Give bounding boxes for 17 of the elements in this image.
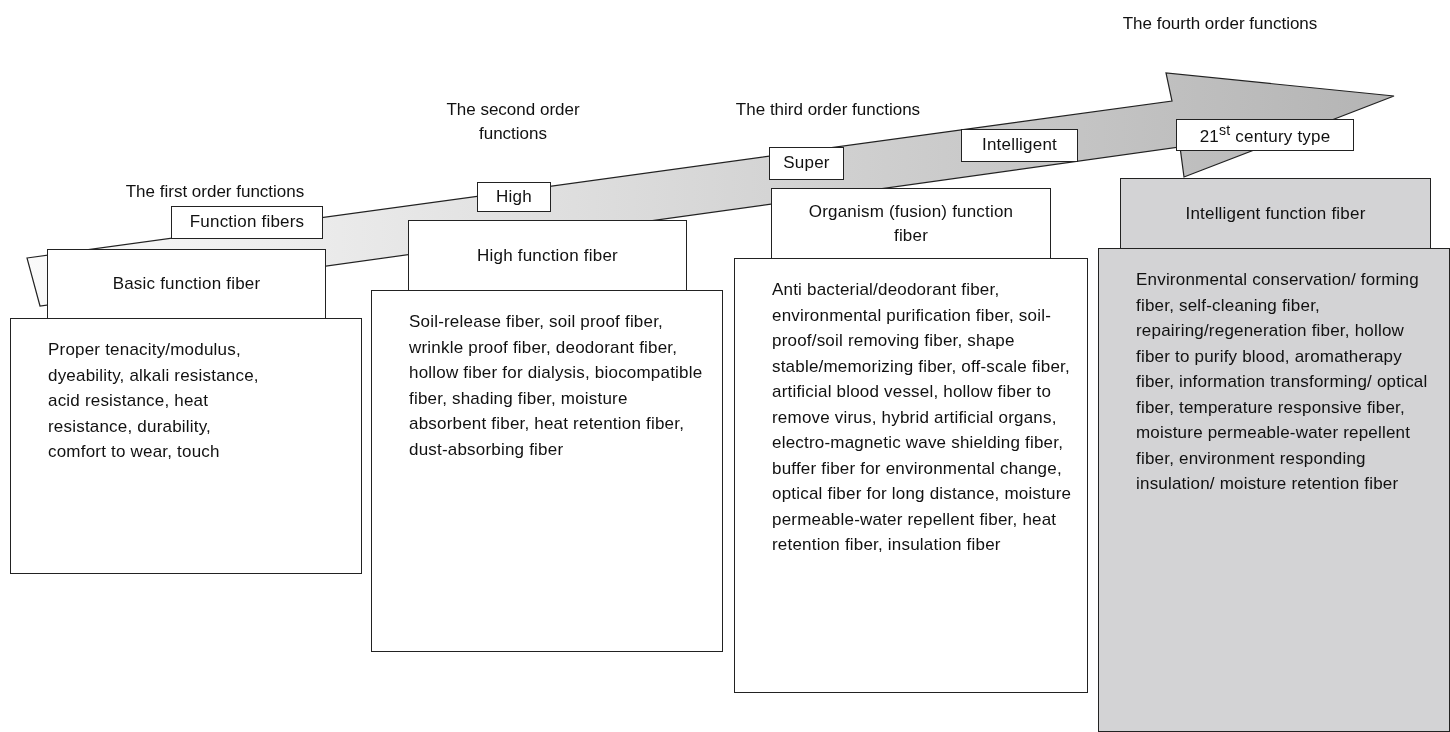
tag-box: Intelligent [961,129,1078,162]
stage-heading: The second order functions [445,99,581,145]
stage-heading: The third order functions [734,99,922,121]
tag-box: Super [769,147,844,180]
category-box: Intelligent function fiber [1120,178,1431,249]
tag-box: 21$^{st}$ century type [1176,119,1354,151]
description-box: Proper tenacity/modulus, dyeability, alkali resistance, acid resistance, heat resistance, durability, comfort to wear, touch [10,318,362,574]
description-box: Environmental conservation/ forming fiber, self-cleaning fiber, repairing/regeneration fiber, hollow fiber to purify blood, aromatherapy fiber, information transforming/ optical fiber, temperature responsive fiber, moisture permeable-water repellent fiber, environment responding insulation/ moisture retention fiber [1098,248,1450,732]
tag-box: High [477,182,551,212]
tag-box: Function fibers [171,206,323,239]
stage-heading: The first order functions [124,181,306,203]
stage-heading: The fourth order functions [1121,13,1319,35]
category-box: High function fiber [408,220,687,291]
description-box: Anti bacterial/deodorant fiber, environmental purification fiber, soil-proof/soil removing fiber, shape stable/memorizing fiber, off-scale fiber, artificial blood vessel, hollow fiber to remove virus, hybrid artificial organs, electro-magnetic wave shielding fiber, buffer fiber for environmental change, optical fiber for long distance, moisture permeable-water repellent fiber, heat retention fiber, insulation fiber [734,258,1088,693]
category-box: Basic function fiber [47,249,326,319]
description-box: Soil-release fiber, soil proof fiber, wrinkle proof fiber, deodorant fiber, hollow fiber for dialysis, biocompatible fiber, shading fiber, moisture absorbent fiber, heat retention fiber, dust-absorbing fiber [371,290,723,652]
category-box: Organism (fusion) function fiber [771,188,1051,259]
